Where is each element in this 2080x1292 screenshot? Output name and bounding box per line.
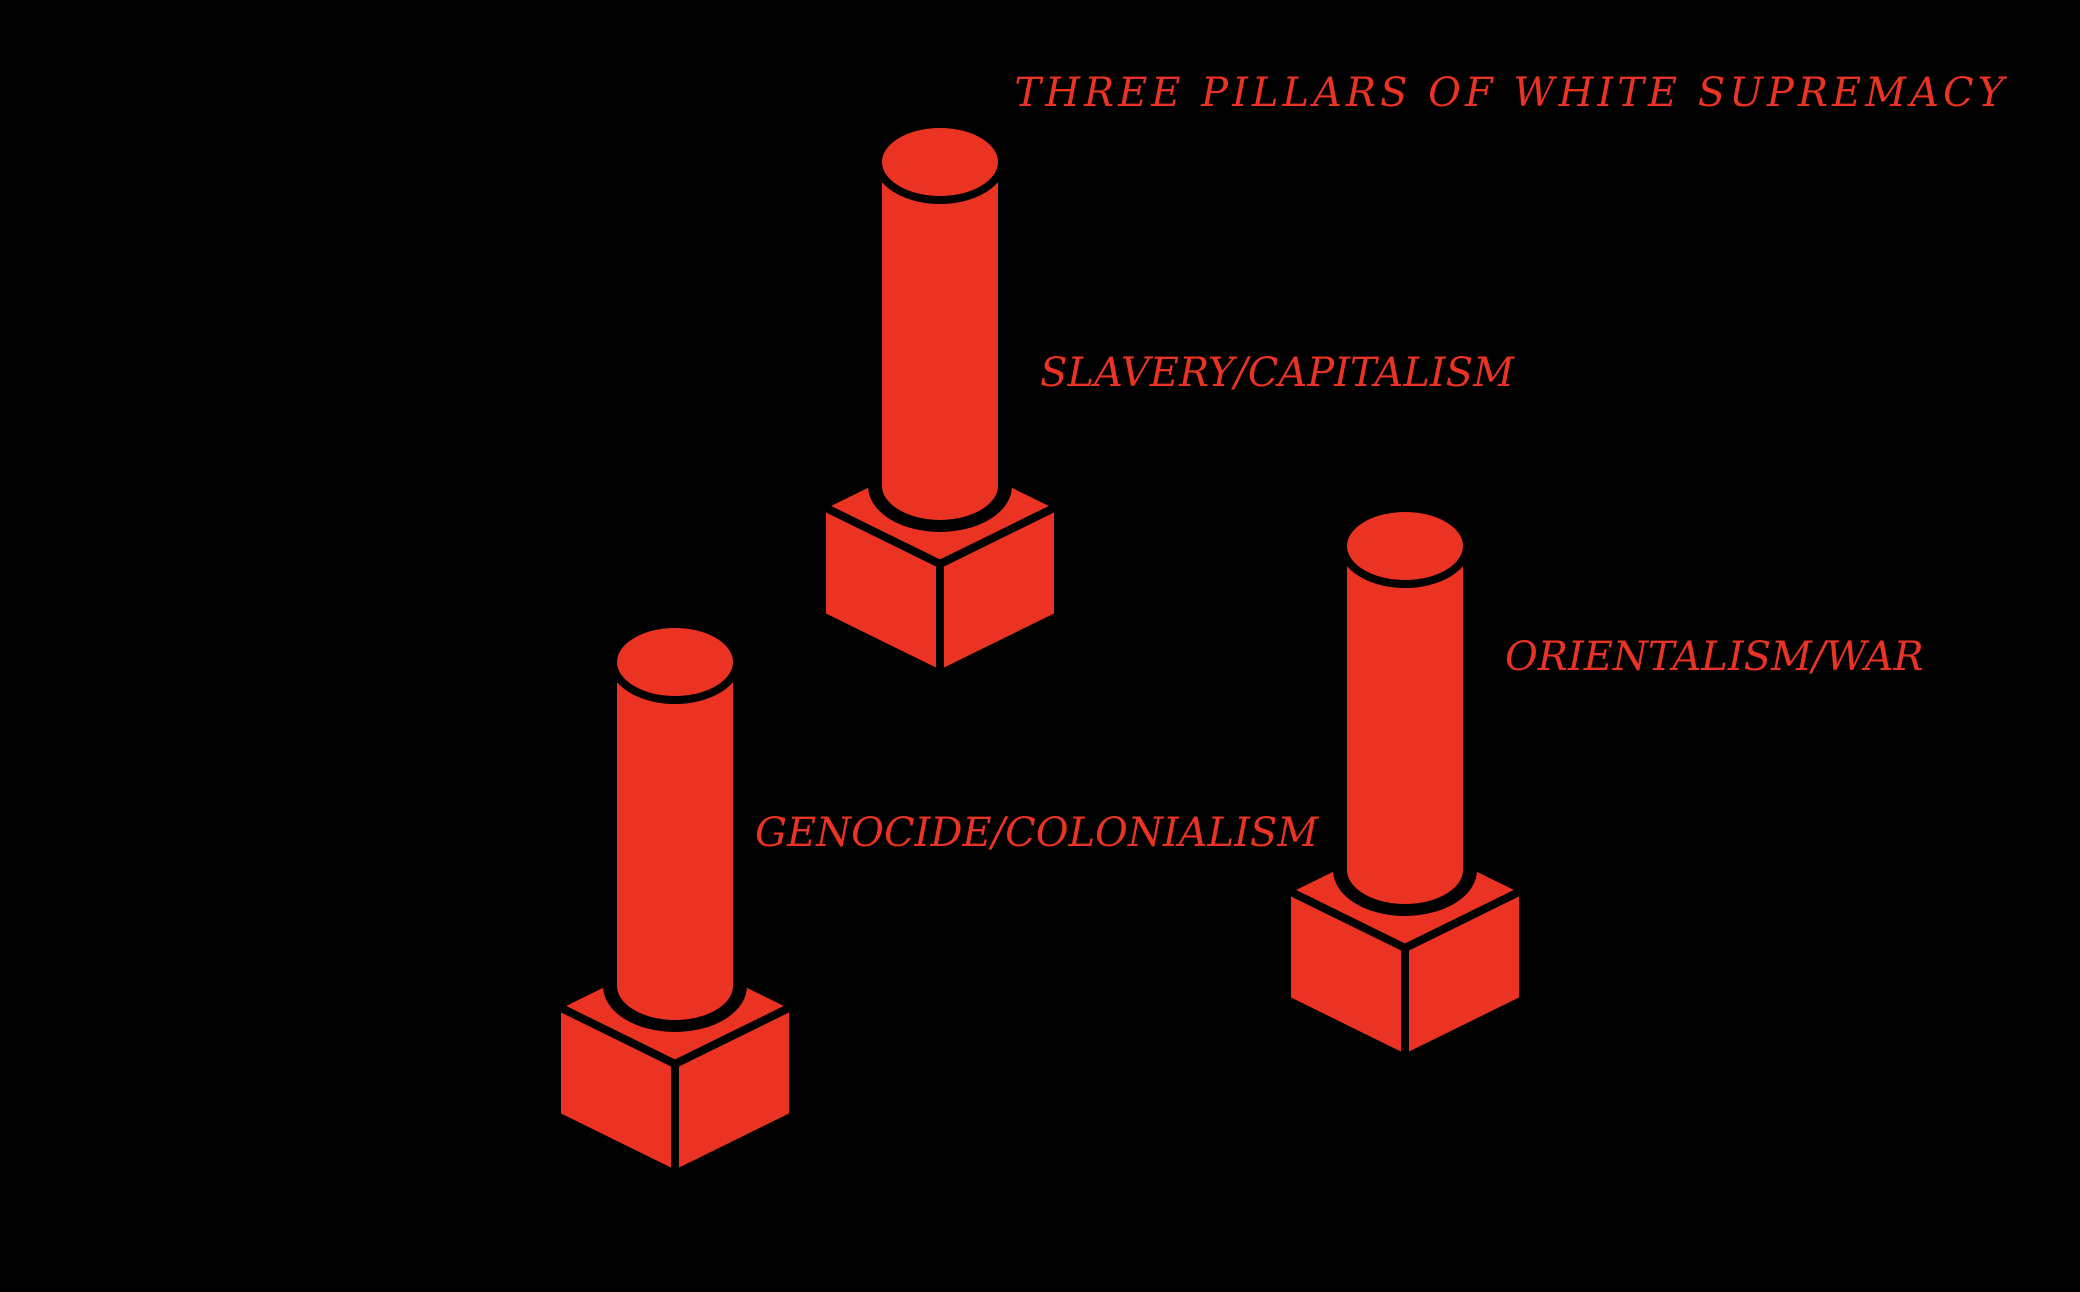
diagram-title: THREE PILLARS OF WHITE SUPREMACY	[1014, 70, 2008, 116]
base-right-face	[936, 502, 1062, 678]
column-bottom-curve	[609, 985, 741, 1028]
column-shaft	[878, 162, 1002, 486]
column-bottom-curve	[1339, 869, 1471, 912]
pillar-label: SLAVERY/CAPITALISM	[1040, 350, 1515, 396]
column-shaft	[1343, 546, 1467, 870]
pillar-slavery-capitalism: SLAVERY/CAPITALISM	[818, 120, 1515, 678]
pillar-label: GENOCIDE/COLONIALISM	[755, 810, 1319, 856]
column-top-cap	[874, 120, 1006, 204]
column-bottom-curve	[874, 485, 1006, 528]
pillar-label: ORIENTALISM/WAR	[1505, 634, 1924, 680]
column-top-cap	[1339, 504, 1471, 588]
column-top-cap	[609, 620, 741, 704]
column-shaft	[613, 662, 737, 986]
pillar-genocide-colonialism: GENOCIDE/COLONIALISM	[553, 620, 1319, 1178]
base-right-face	[671, 1002, 797, 1178]
base-right-face	[1401, 886, 1527, 1062]
pillar-orientalism-war: ORIENTALISM/WAR	[1283, 504, 1924, 1062]
